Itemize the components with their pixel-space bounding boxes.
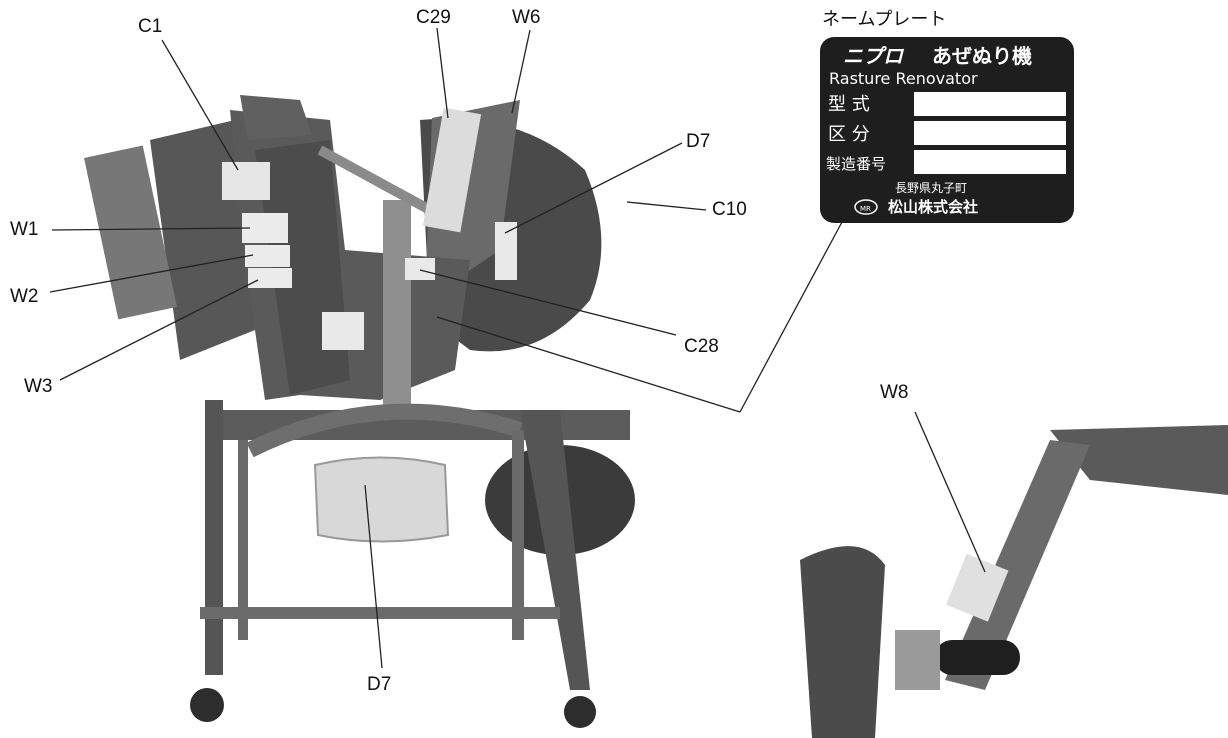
nameplate-row3-label: 製造番号 bbox=[826, 155, 886, 173]
top-link bbox=[317, 145, 433, 215]
nameplate: ニプロ あぜぬり機 Rasture Renovator 型 式 区 分 製造番号… bbox=[820, 37, 1074, 223]
leader-nameplate-2 bbox=[436, 316, 741, 413]
caster-right bbox=[564, 696, 596, 728]
curved-beam bbox=[246, 403, 523, 458]
decal-w3 bbox=[248, 268, 292, 288]
lower-bar bbox=[200, 607, 560, 619]
nameplate-product: あぜぬり機 bbox=[932, 44, 1032, 68]
leg-left-inner bbox=[238, 440, 248, 640]
inset-arm bbox=[945, 440, 1090, 690]
label-d7-bottom: D7 bbox=[367, 674, 392, 695]
decal-w2 bbox=[245, 245, 290, 267]
label-d7-top: D7 bbox=[686, 131, 711, 152]
label-w8: W8 bbox=[880, 382, 909, 403]
label-w1: W1 bbox=[10, 219, 39, 240]
company-logo-icon bbox=[854, 199, 878, 215]
leader-c28 bbox=[419, 269, 677, 336]
decal-c28 bbox=[405, 258, 435, 280]
leader-w2 bbox=[49, 254, 254, 293]
inset-knob bbox=[935, 640, 1020, 675]
leader-w8 bbox=[914, 411, 986, 573]
leader-nameplate bbox=[739, 221, 843, 413]
decal-center bbox=[322, 312, 364, 350]
label-w6: W6 bbox=[512, 7, 541, 28]
label-c10: C10 bbox=[712, 199, 747, 220]
leg-right-inner bbox=[512, 430, 524, 640]
leader-w6 bbox=[511, 29, 531, 114]
decal-c1 bbox=[222, 162, 270, 200]
nameplate-english: Rasture Renovator bbox=[829, 69, 978, 88]
inset-panel bbox=[1050, 425, 1228, 495]
leader-c1 bbox=[161, 39, 239, 171]
label-c29: C29 bbox=[416, 7, 451, 28]
nameplate-address: 長野県丸子町 bbox=[895, 181, 967, 195]
nameplate-row1-label: 型 式 bbox=[828, 94, 870, 115]
caster-left bbox=[190, 688, 224, 722]
leader-c10 bbox=[626, 201, 707, 211]
label-w3: W3 bbox=[24, 376, 53, 397]
label-w2: W2 bbox=[10, 286, 39, 307]
soil-cylinder bbox=[313, 456, 450, 543]
nameplate-company: 松山株式会社 bbox=[888, 198, 978, 216]
leader-d7-bottom bbox=[364, 484, 383, 669]
leg-left-outer bbox=[205, 400, 223, 675]
nameplate-caption: ネームプレート bbox=[822, 9, 947, 29]
company-logo-text: MR bbox=[860, 205, 871, 213]
nameplate-row2-field bbox=[914, 121, 1066, 145]
nameplate-row3-field bbox=[914, 150, 1066, 174]
leader-w3 bbox=[59, 279, 259, 381]
frame-arm bbox=[240, 95, 312, 140]
label-c1: C1 bbox=[138, 16, 163, 37]
leader-w1 bbox=[51, 227, 251, 231]
leader-lines bbox=[49, 27, 986, 669]
inset-shield bbox=[800, 546, 885, 738]
decal-d7-top bbox=[495, 222, 517, 280]
nameplate-row1-field bbox=[914, 92, 1066, 116]
leader-c29 bbox=[436, 27, 449, 119]
decal-c29 bbox=[422, 107, 482, 233]
nameplate-brand: ニプロ bbox=[843, 44, 905, 68]
leader-d7-top bbox=[504, 142, 683, 234]
nameplate-row2-label: 区 分 bbox=[828, 124, 870, 145]
label-c28: C28 bbox=[684, 336, 719, 357]
leg-right-outer bbox=[520, 410, 590, 690]
center-mast bbox=[383, 200, 411, 415]
inset-block bbox=[895, 630, 940, 690]
inset-decal-w8 bbox=[946, 553, 1009, 622]
left-cover bbox=[84, 145, 178, 320]
